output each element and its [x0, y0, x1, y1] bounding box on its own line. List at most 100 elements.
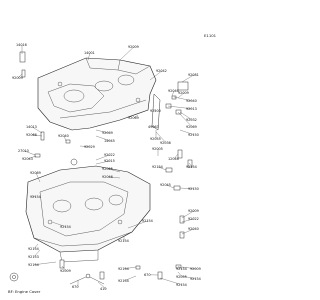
part-number-label: 92154: [118, 279, 129, 283]
leader-line: [87, 52, 91, 61]
leader-line: [179, 111, 193, 120]
part-number-label: 92029: [84, 145, 95, 149]
part-number-label: 92069: [128, 116, 139, 120]
leader-line: [149, 70, 163, 81]
part-number-label: 92022: [104, 153, 115, 157]
leader-line: [97, 281, 107, 289]
part-number-label: 14045: [104, 139, 115, 143]
part-number-label: 92040: [58, 134, 69, 138]
leader-line: [177, 92, 185, 99]
leader-line: [27, 155, 37, 159]
leader-line: [95, 129, 109, 133]
part-number-label: 670: [72, 285, 78, 289]
leader-line: [33, 249, 41, 257]
part-number-label: 92013: [186, 107, 197, 111]
leader-lines: [17, 44, 197, 289]
leader-line: [119, 46, 135, 61]
part-number-label: 12046: [168, 157, 179, 161]
leader-line: [181, 218, 195, 223]
part-number-label: 92154: [152, 165, 163, 169]
leader-line: [155, 131, 167, 143]
leader-line: [95, 160, 111, 165]
footnote: BF: Engine Cover: [8, 289, 41, 294]
leader-line: [31, 134, 43, 137]
part-number-label: 92015: [104, 159, 115, 163]
part-number-label: 410: [100, 287, 106, 291]
part-number-label: 92200: [150, 109, 161, 113]
part-number-label: 92055: [102, 167, 113, 171]
part-number-label: 92069: [186, 125, 197, 129]
lower-crankcase: [25, 165, 151, 263]
leader-line: [51, 221, 67, 227]
part-number-label: 92154: [176, 283, 187, 287]
leader-line: [177, 265, 183, 269]
part-number-label: 92009: [12, 76, 23, 80]
leader-line: [188, 162, 193, 167]
part-number-label: 92005: [152, 147, 163, 151]
leader-line: [171, 90, 175, 97]
leader-line: [159, 277, 183, 285]
leader-line: [173, 96, 193, 101]
part-number-label: 92042: [156, 69, 167, 73]
leader-line: [123, 275, 137, 281]
part-number-label: 92154: [118, 267, 129, 271]
part-number-label: 92009: [128, 45, 139, 49]
part-number-label: 92009: [188, 209, 199, 213]
leader-line: [181, 275, 197, 279]
leader-line: [157, 166, 167, 171]
upper-crankcase: [37, 57, 157, 131]
part-number-label: 92043: [22, 157, 33, 161]
part-number-label: 92045: [160, 183, 171, 187]
exploded-parts-diagram: E1101: [8, 33, 217, 294]
part-number-label: 92153: [28, 255, 39, 259]
part-number-label: 92154: [30, 195, 41, 199]
part-number-label: 14013: [26, 125, 37, 129]
part-number-label: 92154: [176, 267, 187, 271]
part-number-label: 14016: [16, 43, 27, 47]
leader-line: [31, 195, 37, 197]
part-number-label: 92046: [168, 89, 179, 93]
part-number-label: 92040: [188, 227, 199, 231]
leader-line: [63, 135, 67, 142]
part-number-label: 92066: [26, 133, 37, 137]
leader-line: [17, 73, 23, 78]
part-number-label: 92055: [150, 137, 161, 141]
part-number-label: 49063: [148, 125, 159, 129]
leader-line: [107, 168, 121, 173]
part-number-label: 92032: [186, 118, 197, 122]
part-number-label: 92154: [142, 219, 153, 223]
leader-line: [165, 184, 175, 189]
leader-line: [181, 210, 195, 219]
leader-line: [107, 176, 121, 179]
leader-line: [133, 114, 139, 118]
part-number-label: 92150: [188, 133, 199, 137]
part-number-label: 92150: [188, 187, 199, 191]
part-number-label: 92069: [30, 171, 41, 175]
leader-line: [177, 271, 183, 277]
leader-line: [179, 187, 195, 189]
part-number-label: 92036: [160, 141, 171, 145]
leader-line: [35, 172, 41, 183]
part-number-label: 27010: [18, 149, 29, 153]
part-number-labels: 1401692009140019200992081920429204614013…: [12, 43, 201, 291]
leader-line: [153, 109, 157, 111]
leader-line: [79, 145, 91, 147]
leader-line: [31, 126, 43, 134]
leader-line: [167, 105, 193, 109]
leader-line: [61, 265, 67, 271]
part-number-label: 92022: [188, 217, 199, 221]
leader-line: [95, 154, 111, 161]
leader-line: [181, 266, 197, 269]
part-number-label: 92154: [60, 225, 71, 229]
part-number-label: 92069: [102, 131, 113, 135]
leader-line: [95, 135, 111, 141]
leader-line: [173, 153, 179, 159]
diagram-code: E1101: [204, 33, 217, 38]
leader-line: [127, 220, 149, 229]
part-number-label: 92009: [60, 269, 71, 273]
part-number-label: 670: [144, 273, 150, 277]
part-number-label: 92154: [118, 239, 129, 243]
part-number-label: 92040: [186, 99, 197, 103]
leader-line: [181, 228, 195, 235]
part-number-label: 92009: [190, 267, 201, 271]
